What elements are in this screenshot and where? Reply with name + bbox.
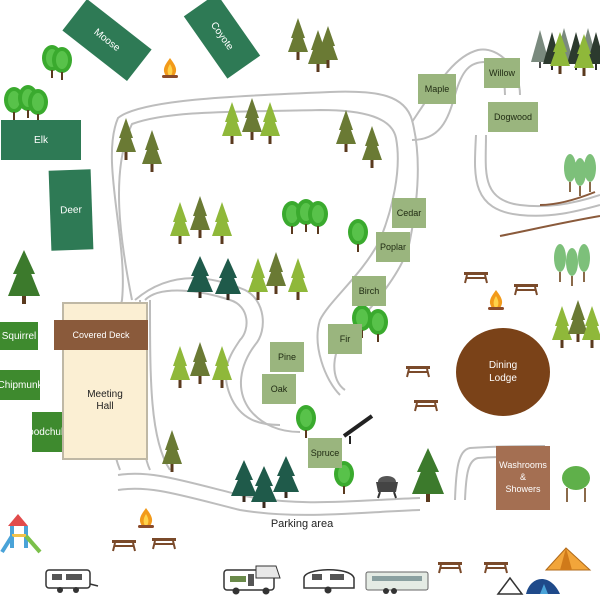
picnic-table-icon: [151, 537, 177, 550]
cabin-cedar[interactable]: Cedar: [392, 198, 426, 228]
dining-lodge[interactable]: Dining Lodge: [456, 328, 550, 416]
cabin-elk[interactable]: Elk: [1, 120, 81, 160]
cabin-willow[interactable]: Willow: [484, 58, 520, 88]
playground-icon: [0, 514, 42, 554]
cabin-woodchuk[interactable]: Woodchuk: [19, 412, 66, 452]
path-hall-1: [149, 299, 171, 471]
campfire-icon: [488, 290, 504, 310]
picnic-table-icon: [483, 561, 509, 574]
cabin-spruce[interactable]: Spruce: [308, 438, 342, 468]
path-bottom-2: [117, 487, 421, 516]
cabin-poplar[interactable]: Poplar: [376, 232, 410, 262]
campfire-icon: [138, 508, 154, 528]
tent-icon: [544, 547, 592, 571]
path-right: [484, 134, 600, 208]
trail-right: [499, 215, 600, 237]
cabin-pine[interactable]: Pine: [270, 342, 304, 372]
covered-deck[interactable]: Covered Deck: [54, 320, 148, 350]
cabin-dogwood[interactable]: Dogwood: [488, 102, 538, 132]
cabin-chipmunk[interactable]: Chipmunk: [0, 370, 43, 400]
camper-trailer-icon: [45, 569, 99, 593]
parking-area-label: Parking area: [270, 518, 334, 530]
bbq-grill-icon: [376, 476, 398, 499]
camper-trailer-icon: [303, 569, 355, 594]
picnic-table-icon: [413, 399, 439, 412]
picnic-table-icon: [513, 283, 539, 296]
washrooms-showers[interactable]: Washrooms & Showers: [496, 446, 550, 510]
deciduous-tree-icon: [562, 466, 590, 502]
tent-icon: [526, 578, 560, 594]
picnic-table-icon: [111, 539, 137, 552]
cabin-oak[interactable]: Oak: [262, 374, 296, 404]
tent-icon: [496, 576, 524, 595]
rv-icon: [223, 565, 281, 595]
trail-right-2: [539, 191, 596, 206]
camper-trailer-icon: [365, 571, 429, 594]
cabin-birch[interactable]: Birch: [352, 276, 386, 306]
cabin-maple[interactable]: Maple: [418, 74, 456, 104]
picnic-table-icon: [437, 561, 463, 574]
path-right-2: [474, 134, 600, 217]
cabin-fir[interactable]: Fir: [328, 324, 362, 354]
bench-icon: [342, 414, 374, 444]
picnic-table-icon: [405, 365, 431, 378]
cabin-squirrel[interactable]: Squirrel: [0, 322, 38, 350]
cabin-deer[interactable]: Deer: [48, 169, 94, 251]
campfire-icon: [162, 58, 178, 78]
picnic-table-icon: [463, 271, 489, 284]
